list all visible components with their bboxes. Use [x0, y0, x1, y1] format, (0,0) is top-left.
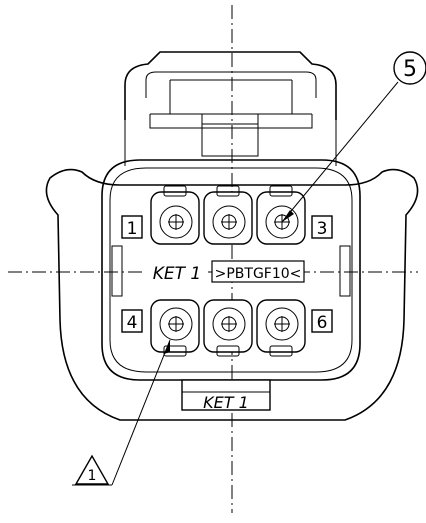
material-marking: >PBTGF10< [215, 266, 302, 282]
callout-balloon-number: 5 [403, 57, 417, 82]
cavity-number-6: 6 [317, 313, 328, 333]
cavity-top-2 [203, 185, 253, 245]
cavity-number-box-1 [121, 215, 143, 239]
inner-shroud [101, 159, 361, 381]
material-marking-box [211, 260, 305, 283]
cavity-number-box-3 [311, 215, 333, 239]
cavity-number-box-6 [311, 309, 333, 333]
cavity-top-3 [256, 185, 306, 245]
lock-latch [124, 51, 337, 166]
cavity-number-1: 1 [127, 219, 138, 239]
housing-outline [45, 168, 419, 421]
brand-marking: KET 1 [153, 264, 202, 284]
bottom-brand-marking: KET 1 [203, 393, 249, 412]
cavity-bottom-6 [256, 299, 306, 357]
callout-5: 5 [281, 51, 426, 223]
callout-triangle-1: 1 [72, 339, 171, 486]
cavity-bottom-5 [203, 299, 253, 357]
cavity-number-3: 3 [317, 219, 328, 239]
cavity-top-1 [150, 185, 200, 245]
bottom-tab: KET 1 [181, 379, 271, 412]
cavity-bottom-4 [150, 299, 200, 357]
callout-triangle-number: 1 [88, 468, 97, 484]
cavity-number-box-4 [121, 309, 143, 333]
cavity-number-4: 4 [127, 313, 138, 333]
terminal-cavities [150, 185, 306, 357]
